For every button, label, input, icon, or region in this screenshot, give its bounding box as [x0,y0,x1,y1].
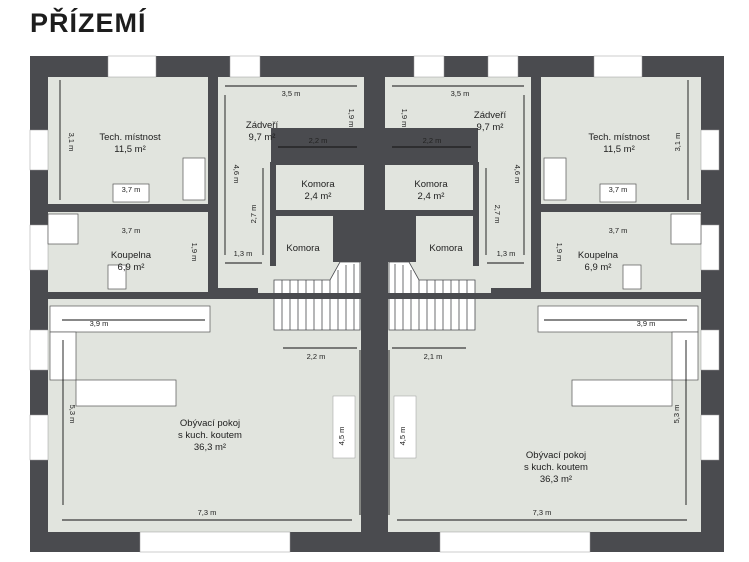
dim-zadveri-width-left: 3,5 m [282,89,301,98]
party-wall [364,77,385,532]
dim-komora-height-left: 2,7 m [249,205,258,224]
dim-koupelna-height-right: 1,9 m [555,243,564,262]
interior-walls [48,77,701,299]
room-zadveri-right-name: Zádveří [474,110,507,121]
room-tech-right-area: 11,5 m² [603,144,635,155]
room-komora2-left-name: Komora [286,243,320,254]
room-obyvaci-left-line2: s kuch. koutem [178,430,242,441]
room-zadveri-right-area: 9,7 m² [477,122,504,133]
dim-stair-width-left: 2,2 m [307,352,326,361]
dim-living-height-right: 5,3 m [672,405,681,424]
room-komora1-left-name: Komora [301,179,335,190]
dim-tech-width-right: 3,7 m [609,185,628,194]
room-koupelna-left-name: Koupelna [111,250,152,261]
dim-zadveri-inner-right: 2,2 m [423,136,442,145]
dim-zadveri-inner-left: 2,2 m [309,136,328,145]
room-obyvaci-right-line1: Obývací pokoj [526,450,586,461]
room-obyvaci-left-area: 36,3 m² [194,442,226,453]
room-obyvaci-left-line1: Obývací pokoj [180,418,240,429]
room-zadveri-left-area: 9,7 m² [249,132,276,143]
dim-passage-right: 1,3 m [497,249,516,258]
dim-koupelna-width-left: 3,7 m [122,226,141,235]
floor-left [48,77,364,532]
room-komora1-left-area: 2,4 m² [305,191,332,202]
room-zadveri-left-name: Zádveří [246,120,279,131]
dim-stair-width-right: 2,1 m [424,352,443,361]
windows [29,55,720,553]
room-tech-left-area: 11,5 m² [114,144,146,155]
room-obyvaci-right-line2: s kuch. koutem [524,462,588,473]
dim-passage-left: 1,3 m [234,249,253,258]
dim-living-side-right: 4,5 m [398,427,407,446]
dim-koupelna-width-right: 3,7 m [609,226,628,235]
dim-zadveri-height-right: 4,6 m [513,165,522,184]
dim-koupelna-height-left: 1,9 m [190,243,199,262]
floor-right [385,77,701,532]
room-koupelna-left-area: 6,9 m² [118,262,145,273]
room-komora2-right-name: Komora [429,243,463,254]
dim-living-side-left: 4,5 m [337,427,346,446]
room-tech-left-name: Tech. místnost [99,132,161,143]
room-komora1-right-area: 2,4 m² [418,191,445,202]
dim-living-width-left: 7,3 m [198,508,217,517]
room-koupelna-right-area: 6,9 m² [585,262,612,273]
dim-tech-width-left: 3,7 m [122,185,141,194]
dim-tech-height-right: 3,1 m [673,133,682,152]
dim-kitchen-left: 3,9 m [90,319,109,328]
room-koupelna-right-name: Koupelna [578,250,619,261]
dim-komora-height-right: 2,7 m [493,205,502,224]
room-komora1-right-name: Komora [414,179,448,190]
dim-living-width-right: 7,3 m [533,508,552,517]
dim-tech-height-left: 3,1 m [67,133,76,152]
dim-zadveri-width-right: 3,5 m [451,89,470,98]
dim-zadveri-nook-left: 1,9 m [347,109,356,128]
dim-living-height-left: 5,3 m [68,405,77,424]
dim-kitchen-right: 3,9 m [637,319,656,328]
page-title: PŘÍZEMÍ [30,8,147,38]
dimension-lines [59,80,689,521]
room-tech-right-name: Tech. místnost [588,132,650,143]
fixtures [47,157,702,407]
dim-zadveri-nook-right: 1,9 m [400,109,409,128]
dim-zadveri-height-left: 4,6 m [232,165,241,184]
room-obyvaci-right-area: 36,3 m² [540,474,572,485]
